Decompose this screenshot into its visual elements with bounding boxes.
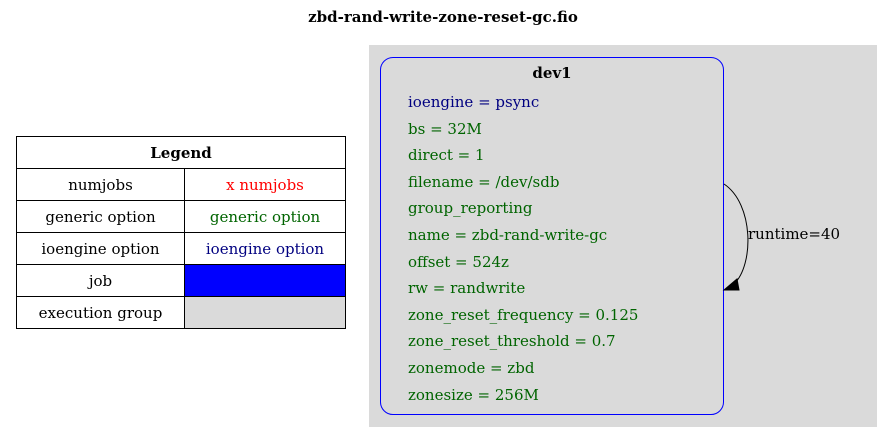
job-option: group_reporting bbox=[408, 199, 533, 218]
legend-row-execution-group: execution group bbox=[16, 296, 346, 329]
job-options-list: ioengine = psync bs = 32M direct = 1 fil… bbox=[408, 89, 638, 408]
job-option: filename = /dev/sdb bbox=[408, 172, 560, 191]
job-option: direct = 1 bbox=[408, 146, 485, 165]
legend-label: job bbox=[16, 264, 185, 297]
legend-swatch-execution-group bbox=[184, 296, 346, 329]
job-option: zonesize = 256M bbox=[408, 385, 539, 404]
job-option: zone_reset_threshold = 0.7 bbox=[408, 332, 616, 351]
job-option: zonemode = zbd bbox=[408, 358, 535, 377]
diagram-title: zbd-rand-write-zone-reset-gc.fio bbox=[308, 8, 578, 26]
job-name: dev1 bbox=[532, 64, 572, 82]
job-option: rw = randwrite bbox=[408, 279, 526, 298]
legend-label: numjobs bbox=[16, 168, 185, 201]
self-loop-path bbox=[723, 183, 749, 285]
job-option: name = zbd-rand-write-gc bbox=[408, 225, 608, 244]
execution-group-cluster bbox=[369, 45, 877, 427]
legend-row-ioengine-option: ioengine option ioengine option bbox=[16, 232, 346, 265]
legend-header-row: Legend bbox=[16, 136, 346, 169]
self-loop-arrowhead bbox=[722, 278, 740, 291]
legend-label: generic option bbox=[16, 200, 185, 233]
legend-label: execution group bbox=[16, 296, 185, 329]
legend-header: Legend bbox=[16, 136, 346, 169]
job-option: offset = 524z bbox=[408, 252, 509, 271]
legend-row-job: job bbox=[16, 264, 346, 297]
legend-row-numjobs: numjobs x numjobs bbox=[16, 168, 346, 201]
job-option: zone_reset_frequency = 0.125 bbox=[408, 305, 639, 324]
legend-swatch-job bbox=[184, 264, 346, 297]
legend-value: ioengine option bbox=[184, 232, 346, 265]
job-option: ioengine = psync bbox=[408, 93, 540, 111]
legend-value: x numjobs bbox=[184, 168, 346, 201]
job-node-dev1: dev1 ioengine = psync bs = 32M direct = … bbox=[380, 57, 724, 415]
edge-label: runtime=40 bbox=[748, 225, 841, 243]
job-option: bs = 32M bbox=[408, 119, 482, 138]
legend-row-generic-option: generic option generic option bbox=[16, 200, 346, 233]
legend-table: Legend numjobs x numjobs generic option … bbox=[16, 136, 346, 329]
